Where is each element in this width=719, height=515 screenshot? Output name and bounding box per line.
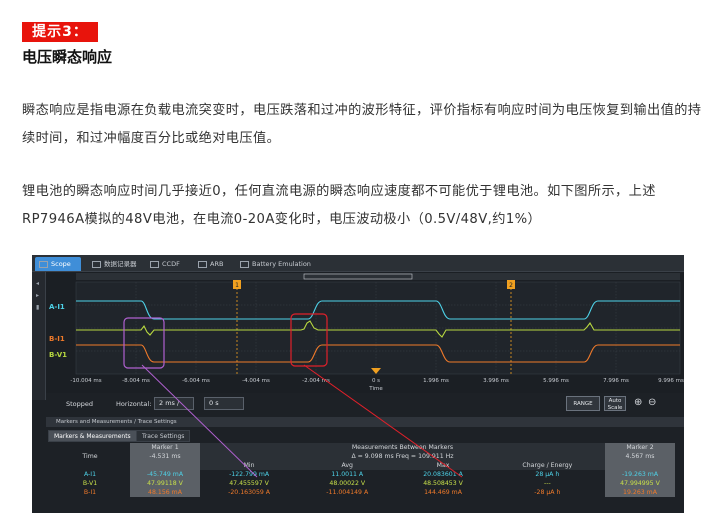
side-tool-panel[interactable]: ▮	[36, 304, 40, 311]
trigger-indicator	[371, 368, 381, 374]
marker-1-header: Marker 1	[130, 443, 200, 452]
timebar	[76, 273, 680, 280]
trace-a-i1	[76, 300, 680, 320]
tab-ccdf[interactable]: CCDF	[146, 257, 188, 271]
paragraph-lithium-battery: 锂电池的瞬态响应时间几乎接近0，任何直流电源的瞬态响应速度都不可能优于锂电池。如…	[22, 184, 656, 227]
channel-label-a-i1: A-I1	[49, 303, 65, 311]
highlight-box-dip	[123, 317, 165, 369]
svg-text:-8.004 ms: -8.004 ms	[122, 378, 150, 384]
side-tool-expand[interactable]: ▸	[36, 292, 40, 299]
oscilloscope-screenshot: Scope 数据记录器 CCDF ARB Battery Emulation ◂…	[32, 255, 684, 513]
trace-b-i1	[76, 344, 680, 363]
battery-icon	[240, 260, 249, 268]
annotation-lines	[141, 364, 463, 478]
svg-text:3.996 ms: 3.996 ms	[483, 378, 509, 384]
marker-1-label: 1	[235, 282, 239, 289]
svg-text:0 s: 0 s	[372, 378, 380, 384]
svg-text:7.996 ms: 7.996 ms	[603, 378, 629, 384]
section-title: 电压瞬态响应	[22, 48, 113, 66]
scope-tab-bar: Scope 数据记录器 CCDF ARB Battery Emulation	[32, 255, 684, 272]
horizontal-label: Horizontal:	[116, 400, 152, 408]
scope-icon	[39, 260, 48, 268]
table-row[interactable]: B-V1 47.99118 V 47.455597 V 48.00022 V 4…	[50, 479, 675, 488]
horizontal-offset-input[interactable]: 0 s	[204, 397, 244, 410]
tip-badge: 提示3：	[22, 22, 98, 42]
svg-text:1.996 ms: 1.996 ms	[423, 378, 449, 384]
marker-2-header: Marker 2	[605, 443, 675, 452]
col-charge-energy: Charge / Energy	[489, 461, 605, 470]
x-axis-label: Time	[368, 386, 383, 392]
svg-text:9.996 ms: 9.996 ms	[658, 378, 684, 384]
channel-label-b-i1: B-I1	[49, 335, 65, 343]
zoom-out-icon[interactable]: ⊖	[648, 397, 657, 408]
annotation-line-dip	[141, 364, 258, 478]
arb-icon	[198, 260, 207, 268]
tab-battery-emulation[interactable]: Battery Emulation	[236, 257, 326, 271]
annotation-line-overshoot	[303, 364, 463, 478]
timebar-window	[303, 273, 413, 280]
channel-label-b-v1: B-V1	[49, 351, 67, 359]
svg-text:-6.004 ms: -6.004 ms	[182, 378, 210, 384]
marker-2: 2	[507, 280, 515, 374]
ccdf-icon	[150, 260, 159, 268]
svg-text:5.996 ms: 5.996 ms	[543, 378, 569, 384]
time-row-label: Time	[82, 453, 98, 460]
plot-area	[75, 281, 681, 375]
measurements-panel-header[interactable]: Markers and Measurements / Trace Setting…	[46, 417, 684, 427]
measurements-subtabs: Markers & Measurements Trace Settings	[46, 429, 684, 442]
col-max: Max	[396, 461, 490, 470]
svg-text:-2.004 ms: -2.004 ms	[302, 378, 330, 384]
range-button[interactable]: RANGE	[566, 396, 600, 411]
tab-datalogger[interactable]: 数据记录器	[88, 257, 140, 271]
marker-1: 1	[233, 280, 241, 374]
waveform-plot[interactable]: 1 2 A-I1 B-I1 B-V1 -10.004 ms	[46, 272, 684, 398]
svg-text:-4.004 ms: -4.004 ms	[242, 378, 270, 384]
table-row[interactable]: B-I1 48.156 mA -20.163059 A -11.004149 A…	[50, 488, 675, 497]
scope-side-toolbar: ◂ ▸ ▮	[32, 272, 46, 400]
marker-1-time: -4.531 ms	[130, 452, 200, 461]
marker-2-label: 2	[509, 282, 513, 289]
col-min: Min	[200, 461, 299, 470]
tab-trace-settings[interactable]: Trace Settings	[136, 430, 191, 442]
highlight-box-overshoot	[290, 313, 328, 367]
datalogger-icon	[92, 260, 101, 268]
col-avg: Avg	[298, 461, 397, 470]
run-status: Stopped	[66, 400, 94, 408]
delta-frequency: Δ = 9.098 ms Freq = 109.911 Hz	[200, 452, 605, 461]
trace-b-v1	[76, 320, 680, 338]
table-row[interactable]: A-I1 -45.749 mA -122.799 mA 11.0011 A 20…	[50, 470, 675, 479]
grid	[76, 282, 680, 374]
between-markers-header: Measurements Between Markers	[200, 443, 605, 452]
svg-text:-10.004 ms: -10.004 ms	[70, 378, 101, 384]
marker-2-time: 4.567 ms	[605, 452, 675, 461]
measurements-table: Marker 1 Measurements Between Markers Ma…	[50, 443, 675, 497]
x-axis-ticks: -10.004 ms -8.004 ms -6.004 ms -4.004 ms…	[70, 378, 684, 384]
tab-scope[interactable]: Scope	[35, 257, 81, 271]
tab-arb[interactable]: ARB	[194, 257, 232, 271]
horizontal-scale-select[interactable]: 2 ms /	[154, 397, 194, 410]
scope-control-bar: Stopped Horizontal: 2 ms / 0 s RANGE Aut…	[46, 393, 684, 415]
tab-markers-measurements[interactable]: Markers & Measurements	[48, 430, 137, 442]
zoom-in-icon[interactable]: ⊕	[634, 397, 643, 408]
paragraph-transient-definition: 瞬态响应是指电源在负载电流突变时，电压跌落和过冲的波形特征，评价指标有响应时间为…	[22, 103, 702, 146]
side-tool-collapse[interactable]: ◂	[36, 280, 40, 287]
